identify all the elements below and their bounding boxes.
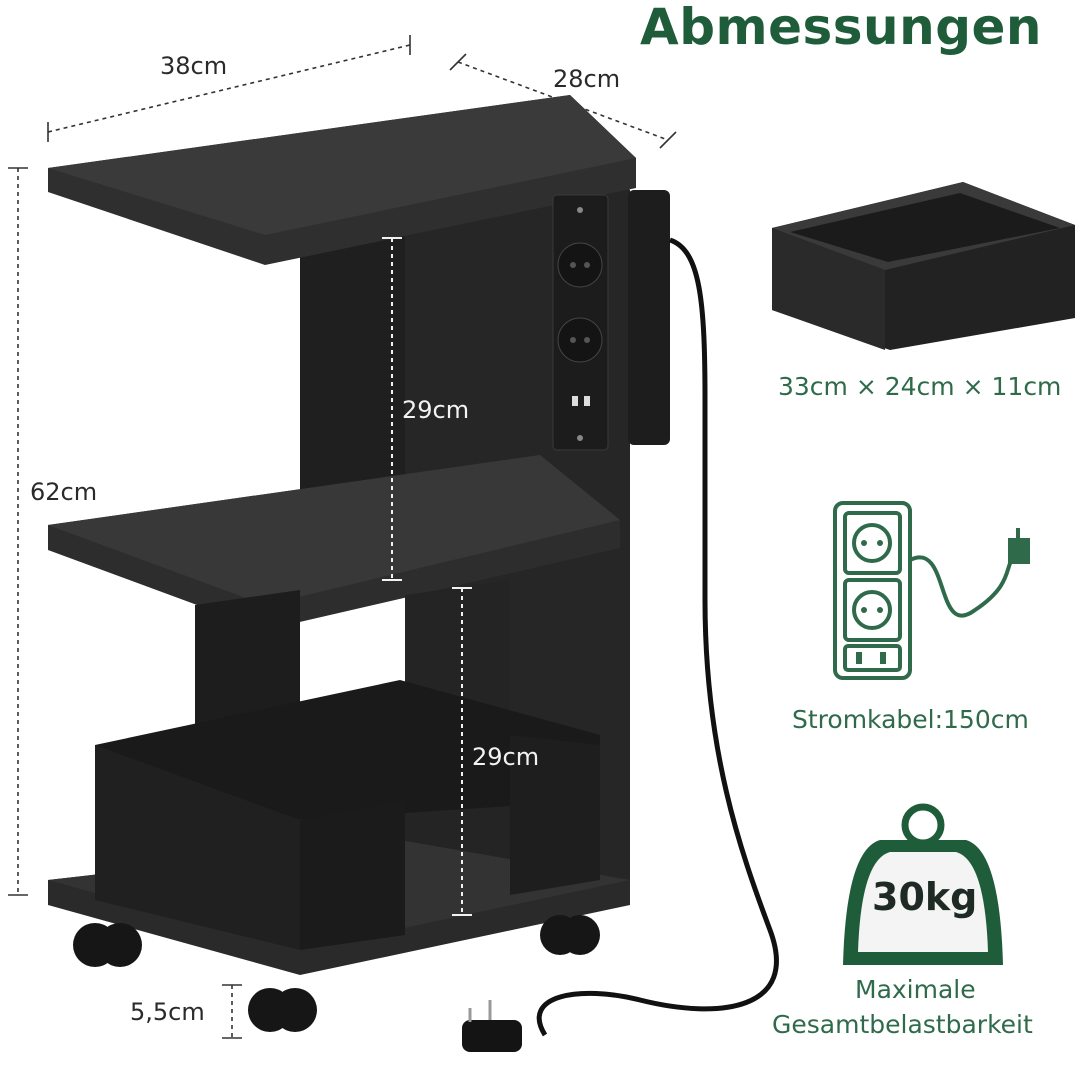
upper-gap-dimension-line	[382, 237, 402, 581]
weight-icon	[843, 803, 1003, 965]
width-label: 38cm	[160, 52, 228, 80]
cart-wheels	[73, 915, 600, 1032]
depth-label: 28cm	[553, 65, 621, 93]
wheel-height-label: 5,5cm	[130, 998, 205, 1026]
load-caption-line2: Gesamtbelastbarkeit	[772, 1010, 1033, 1039]
power-strip-icon	[833, 501, 1030, 680]
cable-length-label: Stromkabel:150cm	[792, 705, 1029, 734]
load-caption-line1: Maximale	[855, 975, 976, 1004]
lower-gap-label: 29cm	[472, 743, 540, 771]
height-dimension-line	[8, 167, 28, 896]
power-strip-icon-details	[856, 540, 886, 664]
power-plug	[462, 1000, 522, 1052]
storage-basket-in-cart	[95, 680, 600, 950]
weight-value: 30kg	[872, 875, 978, 919]
height-label: 62cm	[30, 478, 98, 506]
power-cable	[536, 237, 779, 1037]
wheel-height-dimension-line	[222, 984, 242, 1039]
storage-basket-icon	[772, 182, 1075, 350]
upper-gap-label: 29cm	[402, 396, 470, 424]
cart-power-strip	[552, 190, 670, 451]
width-dimension-line	[47, 35, 411, 142]
page-title: Abmessungen	[640, 0, 1043, 56]
basket-size-label: 33cm × 24cm × 11cm	[778, 372, 1062, 401]
lower-gap-dimension-line	[452, 587, 472, 916]
